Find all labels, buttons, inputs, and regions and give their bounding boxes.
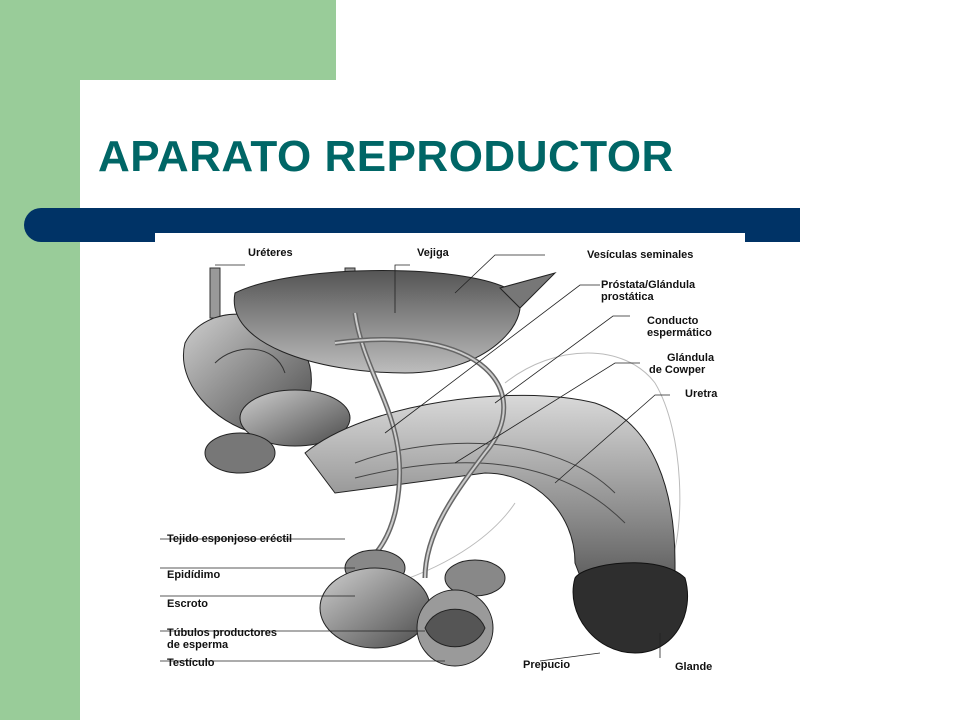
- label-cowper-1: Glándula: [667, 352, 715, 364]
- anatomy-illustration: Uréteres Vejiga Vesículas seminales Prós…: [155, 233, 745, 678]
- label-conducto-1: Conducto: [647, 315, 699, 327]
- green-accent-left: [0, 0, 80, 720]
- label-uretra: Uretra: [685, 388, 718, 400]
- label-tubulos-1: Túbulos productores: [167, 627, 277, 639]
- label-prostata-1: Próstata/Glándula: [601, 279, 696, 291]
- label-escroto: Escroto: [167, 598, 208, 610]
- label-ureteres: Uréteres: [248, 247, 293, 259]
- label-prostata-2: prostática: [601, 291, 654, 303]
- label-prepucio: Prepucio: [523, 659, 571, 671]
- label-tubulos-2: de esperma: [167, 639, 229, 651]
- label-testiculo: Testículo: [167, 657, 215, 669]
- label-glande: Glande: [675, 661, 713, 673]
- label-cowper-2: de Cowper: [649, 364, 706, 376]
- anatomy-drawing: [160, 254, 689, 667]
- label-vejiga: Vejiga: [417, 247, 449, 259]
- label-vesiculas-seminales: Vesículas seminales: [587, 249, 694, 261]
- label-conducto-2: espermático: [647, 327, 712, 339]
- slide-title: APARATO REPRODUCTOR: [98, 132, 674, 181]
- label-tejido-esponjoso: Tejido esponjoso eréctil: [167, 533, 293, 545]
- label-epididimo: Epidídimo: [167, 569, 221, 581]
